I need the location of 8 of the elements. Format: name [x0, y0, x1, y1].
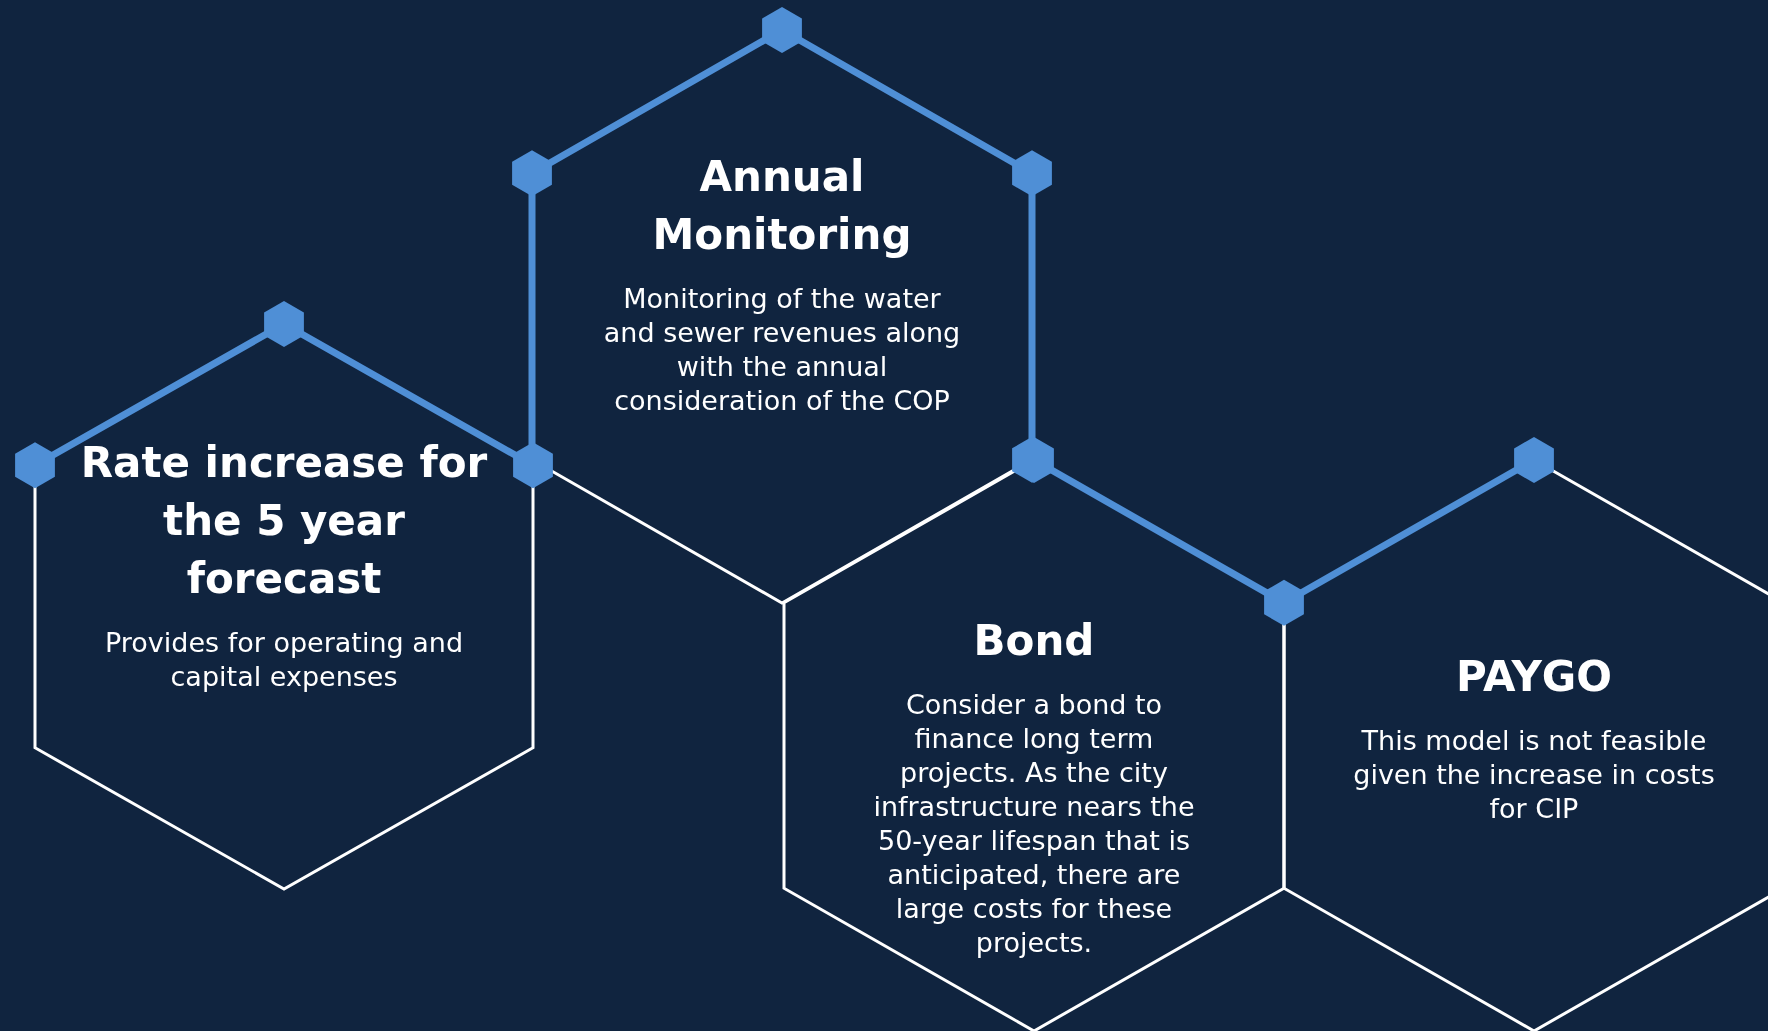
hexagon-title: Bond [973, 615, 1095, 667]
hexagon-description: Provides for operating and capital expenses [103, 626, 465, 694]
hexagon-title: Rate increase for the 5 year forecast [79, 437, 489, 605]
hexagon-title: PAYGO [1456, 651, 1612, 703]
hexagon-description: Consider a bond to finance long term projects. As the city infrastructure nears the 50-year lifespan that is anticipated, there are large costs for these projects. [872, 688, 1196, 960]
hexagon-title: Annual Monitoring [651, 151, 913, 261]
hexagon-description: Monitoring of the water and sewer revenues along with the annual consideration of the COP [602, 282, 962, 418]
hexagon-description: This model is not feasible given the increase in costs for CIP [1352, 724, 1716, 826]
